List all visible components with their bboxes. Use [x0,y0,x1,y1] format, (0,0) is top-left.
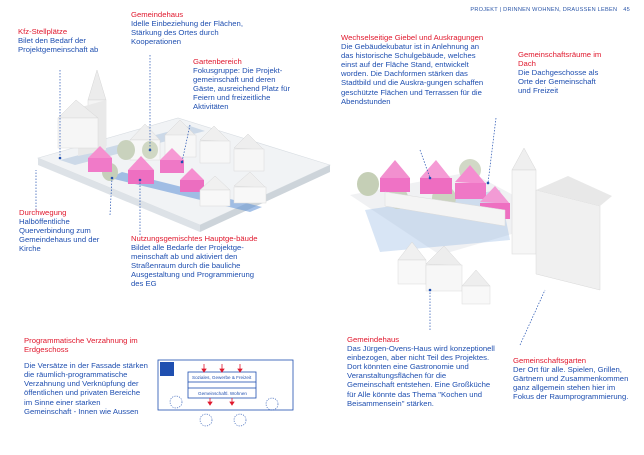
annotation-title: Gemeindehaus [347,335,400,344]
annotation-title: Gartenbereich [193,57,242,66]
annotation-body: Fokusgruppe: Die Projekt-gemeinschaft un… [193,66,290,112]
page-number: 45 [623,7,630,13]
annotation-title: Gemeindehaus [131,10,184,19]
annotation-wechselseitige-giebel: Wechselseitige Giebel und Auskragungen D… [341,33,486,106]
annotation-body: Bilet den Bedarf der Projektgemeinschaft… [18,36,99,55]
annotation-nutzungsgemischtes-hauptgebaeude: Nutzungsgemischtes Hauptge-bäude Bildet … [131,234,265,289]
annotation-body: Die Versätze in der Fassade stärken die … [24,361,148,416]
annotation-title: Programmatische Verzahnung im Erdgeschos… [24,336,138,355]
plan-label-top: Soziales, Gewerbe & Freizeit [192,375,252,380]
annotation-title: Wechselseitige Giebel und Auskragungen [341,33,484,42]
annotation-gartenbereich: Gartenbereich Fokusgruppe: Die Projekt-g… [193,57,299,112]
annotation-body: Halböffentliche Querverbindung zum Gemei… [19,217,100,254]
page-header: PROJEKT | DRINNEN WOHNEN, DRAUSSEN LEBEN… [470,7,630,13]
annotation-kfz-stellplaetze: Kfz-Stellplätze Bilet den Bedarf der Pro… [18,27,106,54]
annotation-body: Der Ort für alle. Spielen, Grillen, Gärt… [513,365,629,402]
annotation-title: Durchwegung [19,208,67,217]
plan-label-bottom: Gemeinschaftl. Wohnen [198,391,247,396]
annotation-title: Gemeinschaftsgarten [513,356,587,365]
annotation-gemeindehaus-bottom: Gemeindehaus Das Jürgen-Ovens-Haus wird … [347,335,495,408]
annotation-body: Die Dachgeschosse als Orte der Gemeinsch… [518,68,599,96]
annotation-durchwegung: Durchwegung Halböffentliche Querverbindu… [19,208,115,253]
annotation-gemeinschaftsgarten: Gemeinschaftsgarten Der Ort für alle. Sp… [513,356,633,401]
annotation-body: Das Jürgen-Ovens-Haus wird konzeptionell… [347,344,495,408]
header-title: PROJEKT | DRINNEN WOHNEN, DRAUSSEN LEBEN [470,7,618,13]
annotation-title: Gemeinschaftsräume im Dach [518,50,602,69]
annotation-body: Idelle Einbeziehung der Flächen, Stärkun… [131,19,243,47]
annotation-body: Bildet alle Bedarfe der Projektge-meinsc… [131,243,255,289]
annotation-body: Die Gebäudekubatur ist in Anlehnung an d… [341,42,484,106]
annotation-gemeindehaus-top: Gemeindehaus Idelle Einbeziehung der Flä… [131,10,261,46]
annotation-programmatische-verzahnung: Programmatische Verzahnung im Erdgeschos… [24,336,149,416]
annotation-title: Nutzungsgemischtes Hauptge-bäude [131,234,258,243]
annotation-title: Kfz-Stellplätze [18,27,68,36]
annotation-gemeinschaftsraeume: Gemeinschaftsräume im Dach Die Dachgesch… [518,50,610,95]
